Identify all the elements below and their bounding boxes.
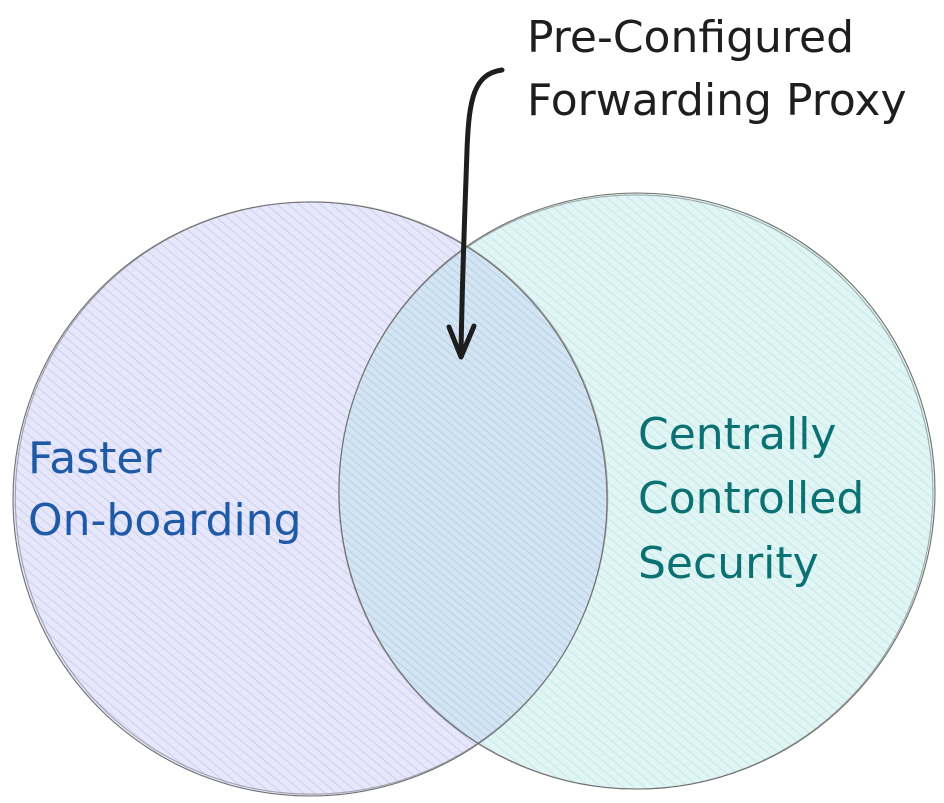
intersection-region xyxy=(339,202,607,789)
annotation-line-2: Forwarding Proxy xyxy=(527,75,907,126)
annotation-line-1: Pre-Configured xyxy=(527,12,854,63)
annotation-arrow xyxy=(446,67,505,360)
right-set-label: Centrally Controlled Security xyxy=(638,409,878,589)
annotation-label: Pre-Configured Forwarding Proxy xyxy=(527,12,907,126)
circle-outlines xyxy=(12,192,936,797)
left-set-label: Faster On-boarding xyxy=(28,433,302,546)
left-label-line-1: Faster xyxy=(28,433,162,484)
left-label-line-2: On-boarding xyxy=(28,495,302,546)
right-label-line-2: Controlled xyxy=(638,473,864,524)
right-label-line-1: Centrally xyxy=(638,409,836,460)
right-label-line-3: Security xyxy=(638,538,819,589)
